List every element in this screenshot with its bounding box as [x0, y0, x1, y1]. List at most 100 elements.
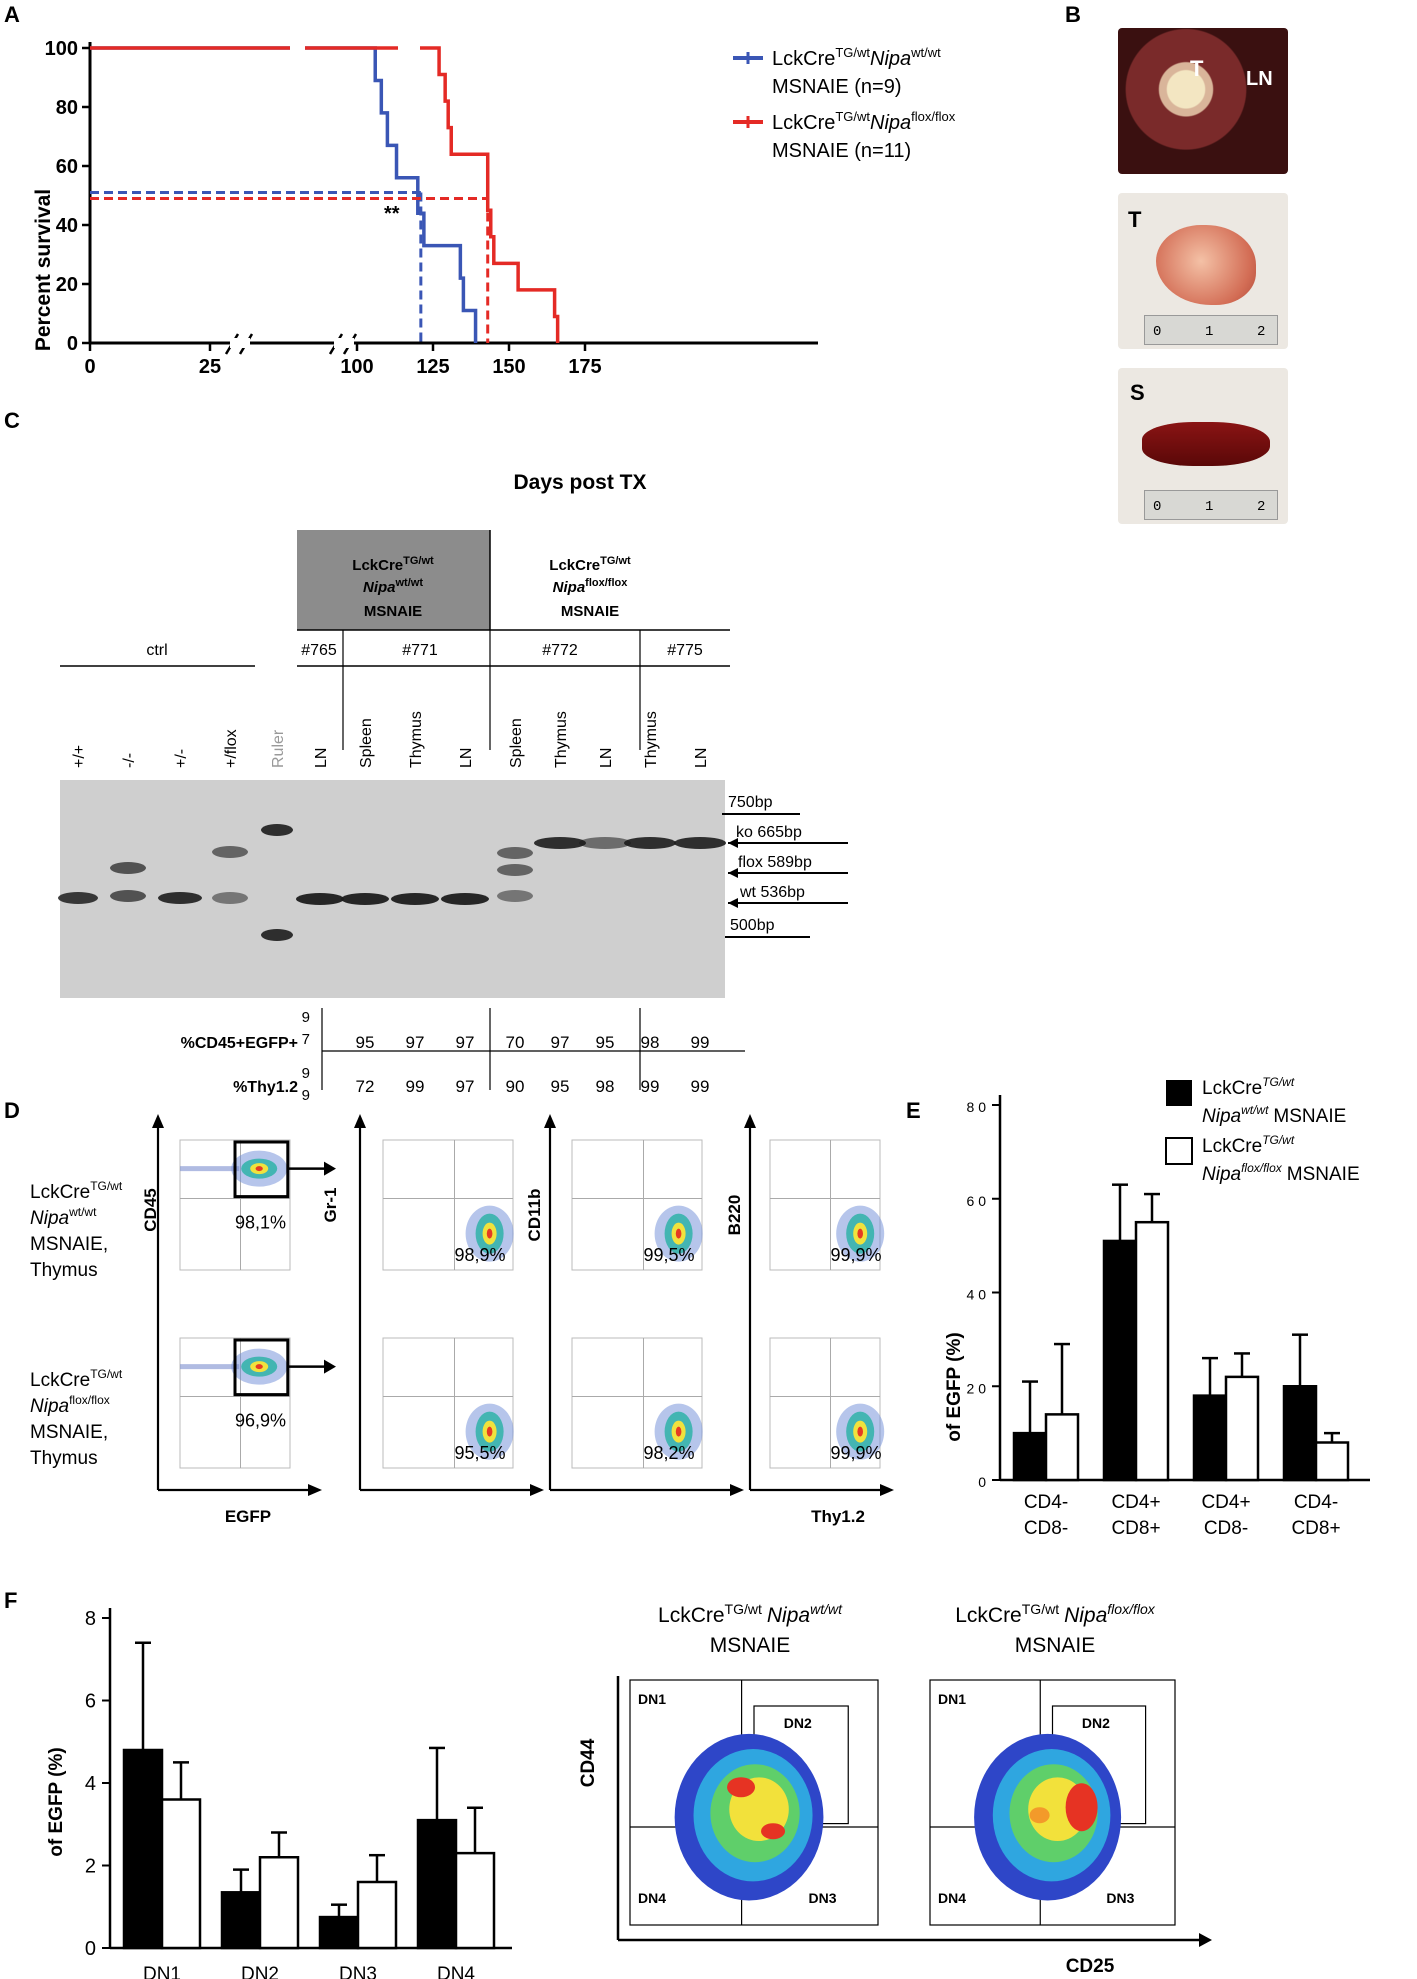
pct-thy12: 99	[406, 1077, 425, 1096]
y-tick-label: 8 0	[967, 1099, 987, 1115]
sample-id-771: #771	[402, 642, 438, 659]
lane-label: +/+	[71, 745, 88, 768]
survival-curve-0	[90, 46, 478, 343]
bar-wt	[318, 1915, 360, 1950]
lane-label: Spleen	[358, 718, 375, 768]
pct-cd45-egfp: 97	[456, 1033, 475, 1052]
lane-label: Spleen	[508, 718, 525, 768]
ruler: 0 1 2	[1144, 490, 1278, 520]
axis-gap	[230, 338, 250, 348]
gate-label-dn4: DN4	[938, 1890, 966, 1906]
band-ko	[579, 837, 631, 849]
size-markers: 750bp ko 665bp flox 589bp wt 536bp 500bp	[722, 794, 848, 938]
gate-percent: 98,1%	[235, 1212, 286, 1232]
axis-label-cd11b: CD11b	[525, 1189, 544, 1242]
band-wt	[391, 893, 439, 905]
axis-label-thy12: Thy1.2	[811, 1507, 865, 1526]
row1-label-line3: MSNAIE,	[30, 1234, 108, 1255]
category-label: CD8-	[1204, 1518, 1248, 1539]
category-label: CD4+	[1111, 1492, 1160, 1513]
gate-label-dn4: DN4	[638, 1890, 666, 1906]
pct-cd45-egfp: 98	[641, 1033, 660, 1052]
y-tick-label: 8	[85, 1608, 96, 1630]
bar-flox	[356, 1880, 398, 1950]
bar-flox	[1314, 1441, 1350, 1482]
photo-label-t: T	[1128, 207, 1142, 232]
density-peak	[761, 1823, 786, 1840]
y-tick-label: 4 0	[967, 1287, 987, 1303]
cell-population	[857, 1426, 863, 1437]
gate-label-dn2: DN2	[1082, 1715, 1110, 1731]
pct-cd45-egfp: 97	[406, 1033, 425, 1052]
wt-group-gene: Nipawt/wt	[363, 577, 423, 596]
lane-label: Ruler	[270, 729, 287, 768]
pct-cd45-egfp: 95	[596, 1033, 615, 1052]
ctrl-label: ctrl	[146, 642, 167, 659]
gate-percent: 99,5%	[644, 1245, 695, 1265]
photo-label-lymph-node: LN	[1246, 68, 1273, 90]
y-tick-label: 0	[85, 1938, 96, 1960]
y-tick-label: 0	[978, 1474, 986, 1490]
density-peak	[1065, 1783, 1098, 1832]
band-wt	[341, 893, 389, 905]
gate-label-dn2: DN2	[784, 1715, 812, 1731]
pct-cd45-egfp: 95	[356, 1033, 375, 1052]
legend-label-wt-line2: MSNAIE (n=9)	[772, 76, 901, 98]
ruler-tick-0: 0	[1153, 499, 1162, 515]
gate-percent: 99,9%	[831, 1245, 882, 1265]
survival-ylabel: Percent survival	[32, 189, 55, 351]
band-ko	[674, 837, 726, 849]
axis-arrowhead	[354, 1114, 366, 1128]
cell-population	[675, 1426, 682, 1437]
ruler-tick-2: 2	[1257, 499, 1266, 515]
photo-label-thymus: T	[1190, 56, 1204, 81]
facs-panel-d: LckCreTG/wt Nipawt/wt MSNAIE, Thymus Lck…	[30, 1114, 894, 1526]
bar-wt	[220, 1891, 262, 1950]
pct-thy12: 97	[456, 1077, 475, 1096]
facs-row-labels: LckCreTG/wt Nipawt/wt MSNAIE, Thymus Lck…	[30, 1179, 123, 1469]
band-wt	[497, 890, 533, 902]
bar-flox	[160, 1798, 202, 1950]
pct-thy12: 90	[506, 1077, 525, 1096]
flox-group-gene: Nipaflox/flox	[553, 577, 629, 596]
pct-thy12: 72	[356, 1077, 375, 1096]
legend-e-flox-line1: LckCreTG/wt	[1202, 1133, 1295, 1157]
flox-group-title: LckCreTG/wt	[549, 555, 631, 574]
row2-label-line4: Thymus	[30, 1448, 98, 1469]
lane-label: LN	[313, 748, 330, 768]
panel-label-e: E	[906, 1098, 921, 1123]
axis-label-gr1: Gr-1	[321, 1188, 340, 1223]
pct-thy12: 99	[691, 1077, 710, 1096]
x-tick-label: 100	[340, 356, 373, 378]
ruler-tick-1: 1	[1205, 499, 1214, 515]
band-wt	[58, 892, 98, 904]
line-break-gap	[290, 44, 305, 52]
f-ylabel: of EGFP (%)	[46, 1747, 67, 1856]
row2-label-line3: MSNAIE,	[30, 1422, 108, 1443]
ruler: 0 1 2	[1144, 315, 1278, 345]
pct-thy12: 98	[596, 1077, 615, 1096]
x-tick-label: 25	[199, 356, 221, 378]
bar-wt	[416, 1818, 458, 1950]
cell-population	[486, 1228, 493, 1239]
band-flox	[497, 864, 533, 876]
y-tick-label: 20	[56, 274, 78, 296]
axis-label-egfp: EGFP	[225, 1507, 271, 1526]
y-tick-label: 2 0	[967, 1380, 987, 1396]
bar-wt	[1192, 1394, 1228, 1482]
x-tick-label: 175	[568, 356, 601, 378]
lane-label: Thymus	[643, 711, 660, 768]
y-tick-label: 0	[67, 333, 78, 355]
bar-flox	[258, 1856, 300, 1950]
survival-xlabel: Days post TX	[513, 471, 646, 494]
category-label: CD8+	[1111, 1518, 1160, 1539]
marker-flox: flox 589bp	[738, 854, 812, 871]
y-tick-label: 80	[56, 97, 78, 119]
cell-population	[857, 1228, 863, 1239]
